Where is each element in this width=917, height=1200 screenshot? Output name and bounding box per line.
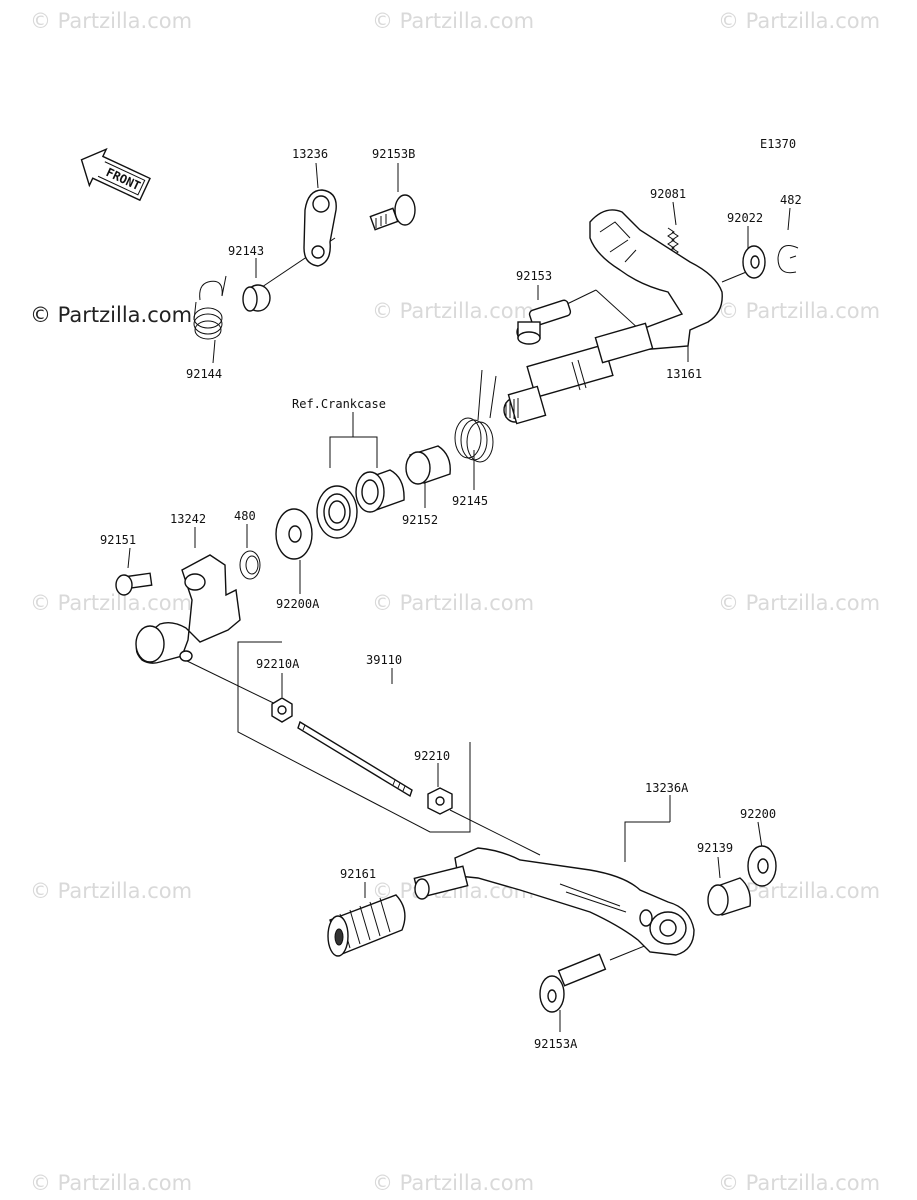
part-labels: 13236 92153B 92143 92144 92081 92022 482… <box>100 147 802 1051</box>
watermark: © Partzilla.com <box>30 879 192 903</box>
part-92153B-drawing <box>369 194 416 231</box>
part-92151-drawing <box>115 572 153 596</box>
part-13242-drawing <box>135 554 241 664</box>
label-92151[interactable]: 92151 <box>100 533 136 547</box>
part-92200-drawing <box>747 845 777 887</box>
watermark: © Partzilla.com <box>372 9 534 33</box>
label-92152[interactable]: 92152 <box>402 513 438 527</box>
part-92210A-drawing <box>271 697 293 723</box>
label-480[interactable]: 480 <box>234 509 256 523</box>
part-13236A-drawing <box>413 847 695 956</box>
part-92200A-drawing <box>275 508 313 560</box>
part-92145-drawing <box>454 369 497 463</box>
part-92144-drawing <box>193 275 227 340</box>
label-13161[interactable]: 13161 <box>666 367 702 381</box>
watermark: © Partzilla.com <box>718 591 880 615</box>
watermark: © Partzilla.com <box>718 299 880 323</box>
label-92200[interactable]: 92200 <box>740 807 776 821</box>
part-92153A-drawing <box>539 953 607 1013</box>
watermark: © Partzilla.com <box>30 591 192 615</box>
label-92153B[interactable]: 92153B <box>372 147 415 161</box>
label-92210[interactable]: 92210 <box>414 749 450 763</box>
diagram-code: E1370 <box>760 137 796 151</box>
part-13161-drawing <box>503 209 723 425</box>
label-92200A[interactable]: 92200A <box>276 597 320 611</box>
front-arrow: FRONT <box>80 147 151 202</box>
part-39110-drawing <box>297 720 413 798</box>
watermark: © Partzilla.com <box>30 1171 192 1195</box>
watermark: © Partzilla.com <box>372 1171 534 1195</box>
part-480-drawing <box>239 550 261 580</box>
label-92081[interactable]: 92081 <box>650 187 686 201</box>
label-92144[interactable]: 92144 <box>186 367 222 381</box>
label-92161[interactable]: 92161 <box>340 867 376 881</box>
watermark: © Partzilla.com <box>718 9 880 33</box>
label-92139[interactable]: 92139 <box>697 841 733 855</box>
part-92152-drawing <box>405 445 451 485</box>
label-92153A[interactable]: 92153A <box>534 1037 578 1051</box>
watermark-layer: © Partzilla.com © Partzilla.com © Partzi… <box>30 9 880 1195</box>
label-39110[interactable]: 39110 <box>366 653 402 667</box>
part-92143-drawing <box>242 284 271 312</box>
part-92022-drawing <box>742 245 766 279</box>
watermark: © Partzilla.com <box>718 1171 880 1195</box>
label-92145[interactable]: 92145 <box>452 494 488 508</box>
label-13236A[interactable]: 13236A <box>645 781 689 795</box>
label-13236[interactable]: 13236 <box>292 147 328 161</box>
watermark: © Partzilla.com <box>30 9 192 33</box>
part-92139-drawing <box>707 877 751 916</box>
label-ref-crankcase[interactable]: Ref.Crankcase <box>292 397 386 411</box>
label-92022[interactable]: 92022 <box>727 211 763 225</box>
label-92143[interactable]: 92143 <box>228 244 264 258</box>
part-92153-drawing <box>516 299 572 345</box>
watermark: © Partzilla.com <box>372 299 534 323</box>
part-92210-drawing <box>427 787 453 815</box>
part-13236-drawing <box>303 189 337 267</box>
label-92210A[interactable]: 92210A <box>256 657 300 671</box>
part-bearing-drawing <box>316 469 405 539</box>
part-482-drawing <box>777 245 799 274</box>
label-13242[interactable]: 13242 <box>170 512 206 526</box>
label-482[interactable]: 482 <box>780 193 802 207</box>
copyright-notice: © Partzilla.com <box>30 303 192 327</box>
label-92153[interactable]: 92153 <box>516 269 552 283</box>
part-92161-drawing <box>327 894 406 957</box>
watermark: © Partzilla.com <box>372 591 534 615</box>
